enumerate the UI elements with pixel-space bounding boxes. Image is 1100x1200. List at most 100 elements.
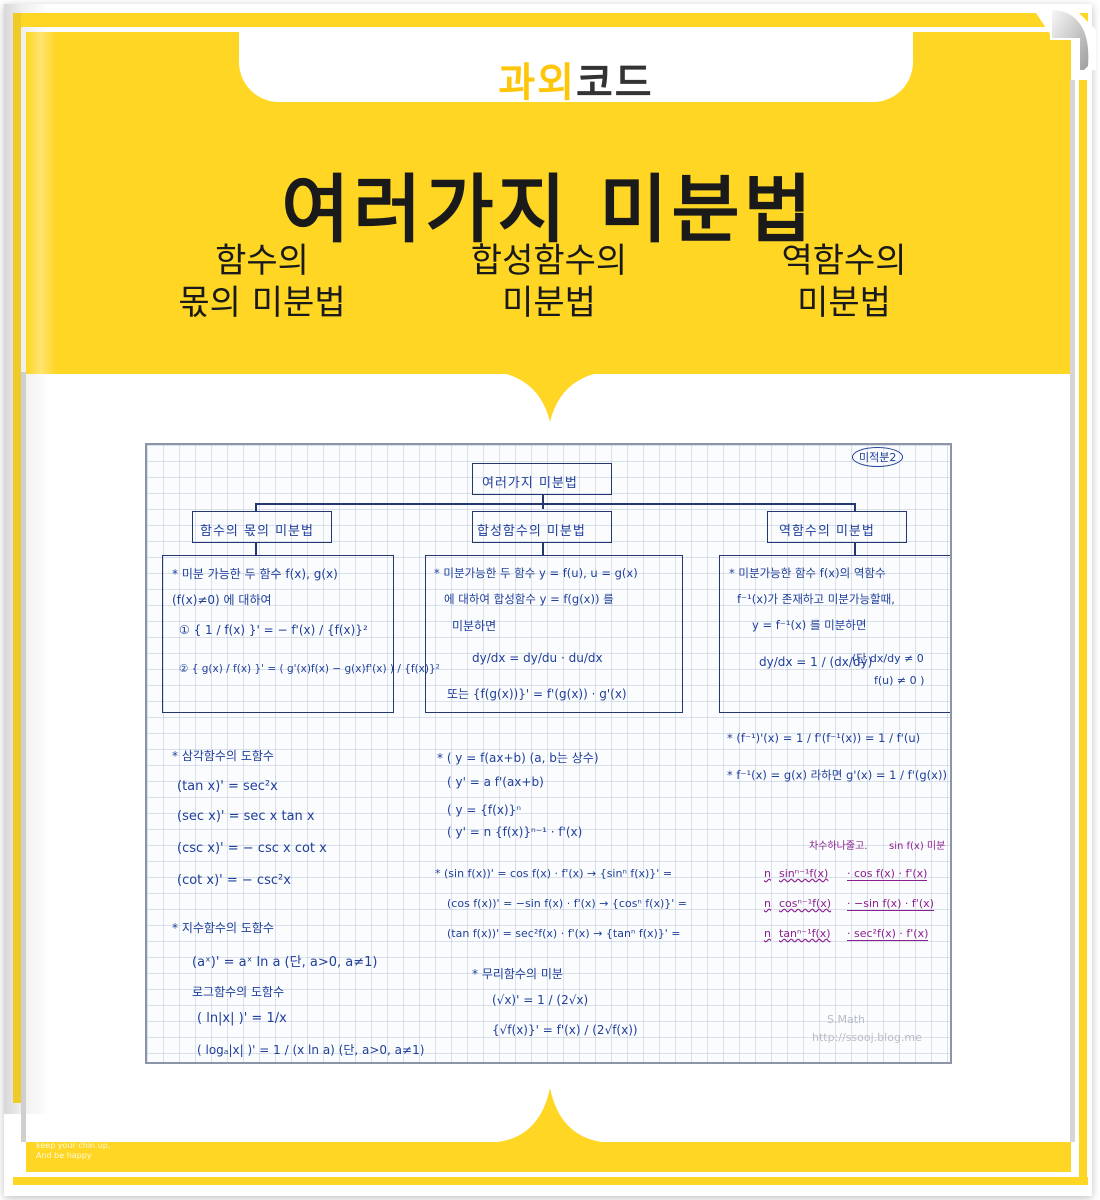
category-chain-rule: 합성함수의 미분법	[419, 240, 679, 324]
logo-part-1: 과외	[498, 60, 576, 106]
formula-highlight: sinⁿ⁻¹f(x)	[779, 867, 829, 880]
note-line: * 미분가능한 두 함수 y = f(u), u = g(x)	[434, 566, 638, 580]
formula-highlight: · −sin f(x) · f'(x)	[847, 897, 934, 911]
note-line: y = f⁻¹(x) 를 미분하면	[752, 618, 867, 632]
formula: (sec x)' = sec x tan x	[177, 809, 315, 824]
footer-notch-up	[498, 1088, 602, 1142]
banner-notch-down	[498, 372, 602, 422]
formula-highlight: cosⁿ⁻¹f(x)	[779, 897, 832, 910]
category-label-line2: 몫의 미분법	[178, 283, 346, 323]
branch-box-quotient	[192, 511, 332, 543]
formula: (cos f(x))' = −sin f(x) · f'(x) → {cosⁿ …	[447, 897, 688, 910]
branch-label-chain: 합성함수의 미분법	[477, 524, 586, 539]
tree-horizontal-line	[255, 503, 855, 505]
category-label-line1: 함수의	[215, 241, 309, 281]
stem	[542, 543, 544, 555]
formula: * (sin f(x))' = cos f(x) · f'(x) → {sinⁿ…	[435, 867, 673, 880]
section-title-irrational: * 무리함수의 미분	[472, 967, 563, 981]
category-inverse-rule: 역함수의 미분법	[714, 240, 974, 324]
formula: (√x)' = 1 / (2√x)	[492, 993, 589, 1007]
root-label: 여러가지 미분법	[482, 476, 578, 491]
formula-highlight: tanⁿ⁻¹f(x)	[779, 927, 831, 940]
branch-box-chain	[472, 511, 612, 543]
formula: * ( y = f(ax+b) (a, b는 상수)	[437, 751, 599, 765]
formula: * (f⁻¹)'(x) = 1 / f'(f⁻¹(x)) = 1 / f'(u)	[727, 731, 921, 745]
handwritten-notes-image: 미적분2 여러가지 미분법 함수의 몫의 미분법 합성함수의 미분법 역함수의 …	[145, 443, 952, 1064]
category-label-line1: 합성함수의	[470, 241, 628, 281]
stem	[854, 543, 856, 555]
logo-tab: 과외코드	[239, 32, 913, 106]
formula: * f⁻¹(x) = g(x) 라하면 g'(x) = 1 / f'(g(x))	[727, 768, 947, 782]
formula: {√f(x)}' = f'(x) / (2√f(x))	[492, 1023, 638, 1037]
frame-bottom-stripe	[13, 1177, 1088, 1185]
formula: dy/dx = dy/du · du/dx	[472, 651, 603, 665]
section-title-log: 로그함수의 도함수	[192, 985, 285, 999]
footer-slogan: keep your chin up, And be happy	[36, 1141, 110, 1161]
note-line: 미분하면	[452, 619, 497, 633]
formula-highlight: · cos f(x) · f'(x)	[847, 867, 928, 881]
quotient-rule-box	[162, 555, 394, 713]
formula: ( y' = n {f(x)}ⁿ⁻¹ · f'(x)	[447, 825, 583, 839]
formula-highlight: · sec²f(x) · f'(x)	[847, 927, 929, 941]
chain-rule-box	[425, 555, 683, 713]
category-list: 함수의 몫의 미분법 합성함수의 미분법 역함수의 미분법	[26, 240, 1071, 340]
formula: ( ln|x| )' = 1/x	[197, 1011, 287, 1026]
inverse-rule-box	[719, 555, 950, 713]
formula: (csc x)' = − csc x cot x	[177, 841, 327, 856]
formula: (aˣ)' = aˣ ln a (단, a>0, a≠1)	[192, 955, 378, 970]
formula-highlight: n	[764, 867, 771, 880]
category-label-line2: 미분법	[797, 283, 891, 323]
formula: ② { g(x) / f(x) }' = ( g'(x)f(x) − g(x)f…	[179, 663, 440, 675]
formula: dy/dx = 1 / (dx/dy)	[759, 655, 873, 669]
note-line: 에 대하여 합성함수 y = f(g(x)) 를	[444, 592, 614, 606]
category-label-line2: 미분법	[502, 283, 596, 323]
formula: (cot x)' = − csc²x	[177, 873, 291, 888]
formula-highlight: n	[764, 927, 771, 940]
formula: ① { 1 / f(x) }' = − f'(x) / {f(x)}²	[179, 623, 368, 637]
frame-right-inner-shade	[1070, 80, 1075, 1142]
note-line: (f(x)≠0) 에 대하여	[172, 593, 272, 607]
header-banner: 과외코드 여러가지 미분법	[26, 32, 1071, 374]
formula: ( logₐ|x| )' = 1 / (x ln a) (단, a>0, a≠1…	[197, 1043, 425, 1057]
tree-left-stem	[255, 503, 257, 511]
logo-part-2: 코드	[576, 60, 654, 106]
stem	[255, 543, 257, 555]
handwritten-note: 차수하나줄고.	[809, 841, 868, 852]
note-line: * 미분 가능한 두 함수 f(x), g(x)	[172, 567, 338, 581]
branch-label-quotient: 함수의 몫의 미분법	[200, 524, 314, 539]
formula: (tan f(x))' = sec²f(x) · f'(x) → {tanⁿ f…	[447, 927, 681, 940]
watermark: S.Math	[827, 1013, 865, 1026]
frame-top-stripe	[13, 13, 1088, 27]
frame-right-stripe	[1079, 80, 1087, 1184]
tree-right-stem	[854, 503, 856, 511]
note-line: * 미분가능한 함수 f(x)의 역함수	[729, 566, 886, 580]
footer-slogan-line2: And be happy	[36, 1151, 92, 1160]
branch-label-inverse: 역함수의 미분법	[779, 524, 875, 539]
section-title-exp: * 지수함수의 도함수	[172, 921, 274, 935]
category-label-line1: 역함수의	[781, 241, 907, 281]
banner-shine	[26, 32, 56, 374]
formula-highlight: n	[764, 897, 771, 910]
formula: 또는 {f(g(x))}' = f'(g(x)) · g'(x)	[447, 687, 627, 701]
footer-banner	[26, 1142, 1071, 1172]
root-box	[472, 463, 612, 495]
frame-left-stripe	[13, 13, 21, 1103]
annotation-circle: 미적분2	[852, 447, 904, 467]
page-title: 여러가지 미분법	[281, 167, 816, 253]
note-line: f⁻¹(x)가 존재하고 미분가능할때,	[737, 592, 895, 606]
formula: ( y = {f(x)}ⁿ	[447, 803, 522, 817]
page-curl-icon	[1030, 4, 1096, 70]
brand-logo: 과외코드	[239, 50, 913, 108]
formula-condition: (단 dx/dy ≠ 0	[852, 652, 924, 665]
section-title-trig: * 삼각함수의 도함수	[172, 749, 274, 763]
formula-condition: f(u) ≠ 0 )	[874, 674, 925, 687]
formula: ( y' = a f'(ax+b)	[447, 775, 544, 789]
formula: (tan x)' = sec²x	[177, 779, 278, 794]
frame-left-inner-shade	[21, 372, 26, 1142]
footer-slogan-line1: keep your chin up,	[36, 1141, 111, 1150]
watermark-url: http://ssooj.blog.me	[812, 1031, 922, 1044]
handwritten-note: sin f(x) 미분	[889, 841, 946, 852]
category-quotient-rule: 함수의 몫의 미분법	[132, 240, 392, 324]
tree-root-stem	[542, 495, 544, 509]
branch-box-inverse	[767, 511, 907, 543]
